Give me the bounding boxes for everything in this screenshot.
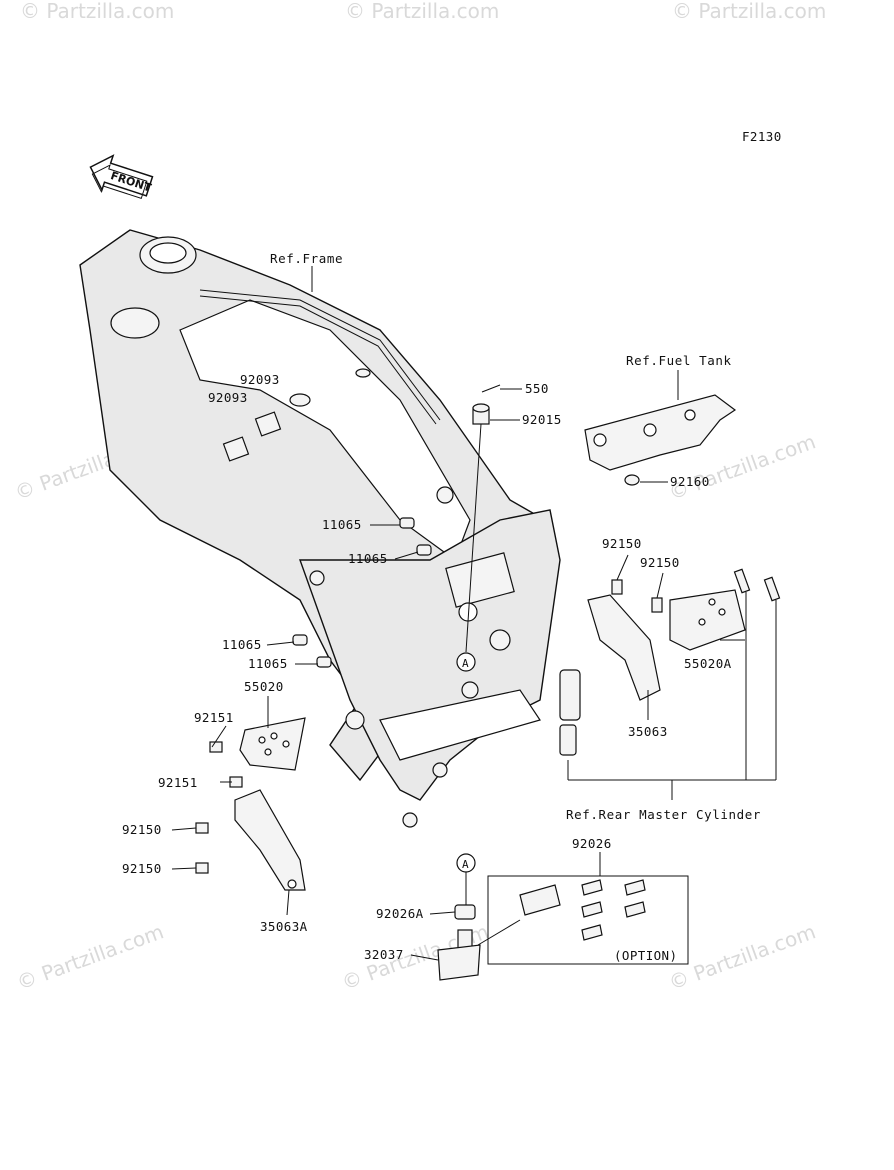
part-label: 92150 — [122, 822, 162, 837]
part-label: 11065 — [348, 551, 388, 566]
option-box — [487, 875, 689, 965]
part-label: 550 — [525, 381, 549, 396]
part-label: 92151 — [158, 775, 198, 790]
part-label: 92150 — [122, 861, 162, 876]
part-label: 92150 — [602, 536, 642, 551]
part-label: 11065 — [248, 656, 288, 671]
part-label: 92150 — [640, 555, 680, 570]
ref-frame-label: Ref.Frame — [270, 251, 343, 266]
watermark: © Partzilla.com — [345, 0, 499, 23]
watermark: © Partzilla.com — [14, 919, 167, 994]
part-label: 92093 — [240, 372, 280, 387]
part-label: 55020 — [244, 679, 284, 694]
part-label: 92015 — [522, 412, 562, 427]
front-arrow-icon: FRONT — [89, 154, 154, 199]
reference-marker-a-top: A — [456, 652, 476, 672]
part-label: 92160 — [670, 474, 710, 489]
part-label: 32037 — [364, 947, 404, 962]
diagram-code: F2130 — [742, 129, 782, 144]
part-label: 35063 — [628, 724, 668, 739]
svg-text:A: A — [462, 858, 469, 871]
part-label: 11065 — [222, 637, 262, 652]
option-kit — [437, 875, 689, 981]
watermark: © Partzilla.com — [672, 0, 826, 23]
reference-marker-a-bottom: A — [456, 853, 476, 873]
ref-rear-master-cylinder-label: Ref.Rear Master Cylinder — [566, 807, 761, 822]
part-label: 55020A — [684, 656, 732, 671]
part-label: 92026A — [376, 906, 424, 921]
left-step-bracket — [195, 717, 306, 891]
svg-text:A: A — [462, 657, 469, 670]
option-label: (OPTION) — [614, 948, 677, 963]
watermark: © Partzilla.com — [20, 0, 174, 23]
leader-lines — [171, 266, 777, 961]
fuel-tank-bracket — [584, 394, 737, 486]
ref-fuel-tank-label: Ref.Fuel Tank — [626, 353, 732, 368]
motorcycle-frame — [79, 229, 561, 828]
right-step-bracket — [559, 568, 781, 756]
part-label: 92026 — [572, 836, 612, 851]
part-label: 92151 — [194, 710, 234, 725]
part-label: 35063A — [260, 919, 308, 934]
part-label: 92093 — [208, 390, 248, 405]
part-label: 11065 — [322, 517, 362, 532]
